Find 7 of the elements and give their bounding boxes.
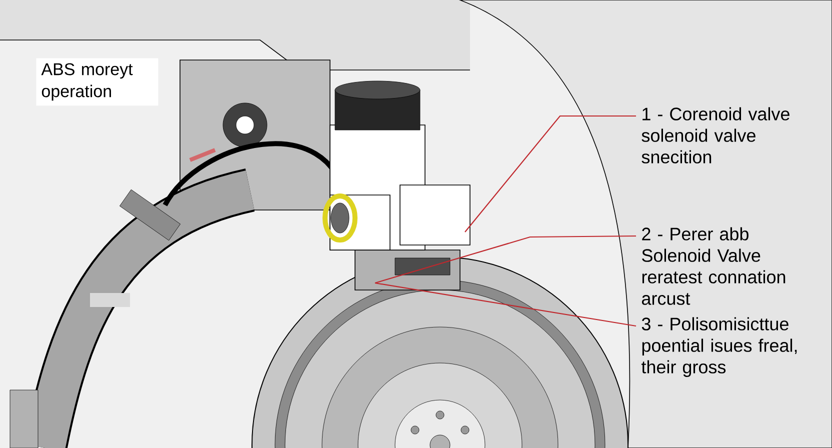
text-label: ABS moreyt operation (36, 58, 158, 106)
callout-text: 3 - Polisomisicttue poential isues freal, their gross (641, 317, 797, 377)
callout-text: 1 - Corenoid valve solenoid valve snecition (642, 107, 790, 164)
leader-line (464, 115, 636, 232)
leader-line (374, 282, 636, 327)
leader-line (374, 235, 636, 284)
callout-text: 2 - Perer abb Solenoid Valve reratest connation arcust (642, 227, 786, 305)
